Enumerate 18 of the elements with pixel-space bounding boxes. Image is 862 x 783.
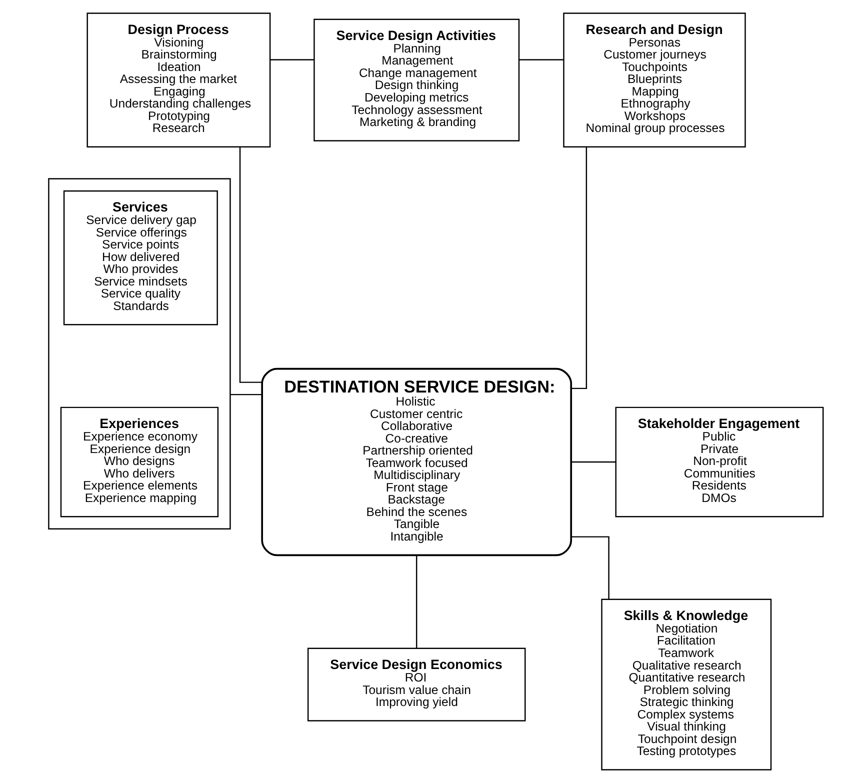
- node-box: Skills & Knowledge Negotiation Facilitation Teamwork Qualitative research Quantitative research Problem solving Strategic thinking Complex systems Visual thinking Touchpoint design Testing prototypes: [601, 598, 772, 770]
- node-box: DESTINATION SERVICE DESIGN: Holistic Customer centric Collaborative Co-creative Partnership oriented Teamwork focused Multidisciplinary Front stage Backstage Behind the scenes Tangible Intangible: [261, 368, 572, 556]
- connector: [571, 536, 610, 600]
- connector: [571, 146, 588, 390]
- node-box: Service Design Economics ROI Tourism value chain Improving yield: [307, 648, 526, 722]
- node-box: Design Process Visioning Brainstorming Ideation Assessing the market Engaging Understanding challenges Prototyping Research: [86, 12, 271, 148]
- connector: [571, 461, 616, 463]
- node-box: Service Design Activities Planning Management Change management Design thinking Developing metrics Technology assessment Marketing & branding: [314, 18, 520, 142]
- connector: [270, 59, 314, 60]
- connector: [230, 394, 262, 396]
- node-box: Experiences Experience economy Experience design Who designs Who delivers Experience elements Experience mapping: [60, 406, 219, 518]
- node-box: Services Service delivery gap Service offerings Service points How delivered Who provides Service mindsets Service quality Standards: [63, 190, 218, 326]
- cluster: [48, 178, 231, 530]
- node-box: Research and Design Personas Customer journeys Touchpoints Blueprints Mapping Ethnography Workshops Nominal group processes: [563, 12, 746, 148]
- connector: [239, 147, 262, 383]
- connector: [416, 555, 418, 648]
- node-box: Stakeholder Engagement Public Private Non-profit Communities Residents DMOs: [615, 406, 824, 518]
- connector: [519, 59, 564, 60]
